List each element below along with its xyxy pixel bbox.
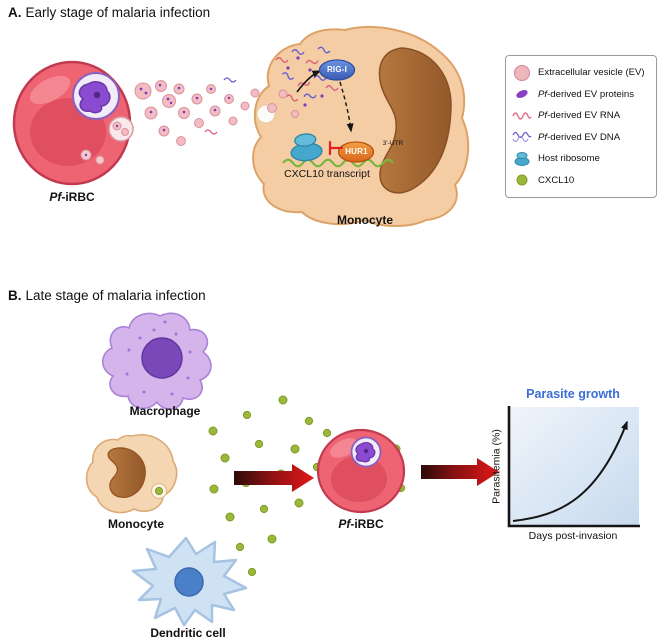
cxcl10-icon [516,174,528,186]
rig-i-oval [318,59,356,81]
infected-rbc-a-illustration [12,60,134,186]
growth-chart [507,406,640,528]
legend-label: Extracellular vesicle (EV) [538,67,645,79]
legend-label: Pf-derived EV proteins [538,88,634,100]
legend-label: Pf-derived EV RNA [538,110,621,122]
rig-i-label: RIG-I [326,65,348,74]
panel-a-title-text: Early stage of malaria infection [25,5,211,20]
infected-rbc-b-illustration [316,428,406,514]
cxcl10-mrna-illustration [282,158,394,168]
utr-label: 3'-UTR [382,140,404,147]
host-ribosome-icon [514,151,530,166]
rbc-a-label-italic: Pf [49,190,62,204]
dendritic-cell-illustration [131,536,248,627]
panel-b-title-text: Late stage of malaria infection [25,288,206,303]
ev-protein-icon [516,90,528,99]
legend-item-rna: Pf-derived EV RNA [511,105,651,127]
chart-x-axis-label: Days post-invasion [528,530,618,542]
legend-label: Pf-derived EV DNA [538,131,621,143]
panel-b-title: B.Late stage of malaria infection [8,288,206,303]
panel-b-letter: B. [8,288,22,303]
hur1-oval [337,141,375,163]
chart-title: Parasite growth [526,387,620,401]
inhibition-arrow [328,140,344,156]
legend-label: Host ribosome [538,153,600,165]
legend-label: CXCL10 [538,174,575,186]
legend-item-ribosome: Host ribosome [511,148,651,170]
chart-y-axis-label: Parasitemia (%) [490,429,503,504]
growth-curve [512,420,628,522]
panel-a-letter: A. [8,5,22,20]
legend-item-dna: Pf-derived EV DNA [511,127,651,149]
legend-item-cxcl10: CXCL10 [511,170,651,192]
released-ev-cargo [267,46,339,118]
rbc-b-label: Pf-iRBC [311,517,411,531]
ribosome-illustration [290,133,323,162]
red-arrow-1 [234,464,314,492]
legend-item-ev: Extracellular vesicle (EV) [511,62,651,84]
dendritic-cell-label: Dendritic cell [150,626,226,640]
panel-a-title: A.Early stage of malaria infection [8,5,210,20]
rbc-a-label: Pf-iRBC [22,190,122,204]
hur1-label: HUR1 [345,147,368,156]
ev-stream [134,77,260,146]
rig-i-signaling [282,59,394,168]
monocyte-b-illustration [85,434,178,514]
rbc-a-label-rest: -iRBC [61,190,95,204]
legend-item-proteins: Pf-derived EV proteins [511,84,651,106]
ev-dna-icon [512,132,532,143]
ev-icon [513,64,531,81]
macrophage-illustration [101,312,212,410]
ev-rna-icon [512,112,532,120]
legend: Extracellular vesicle (EV) Pf-derived EV… [505,55,657,198]
rbc-b-label-italic: Pf [338,517,351,531]
monocyte-cell-illustration [252,25,470,227]
red-arrow-2 [421,458,499,486]
macrophage-label: Macrophage [129,404,201,418]
rbc-b-label-rest: -iRBC [350,517,384,531]
monocyte-b-label: Monocyte [107,517,164,531]
monocyte-a-label: Monocyte [336,213,393,227]
transcript-label: CXCL10 transcript [284,168,370,180]
